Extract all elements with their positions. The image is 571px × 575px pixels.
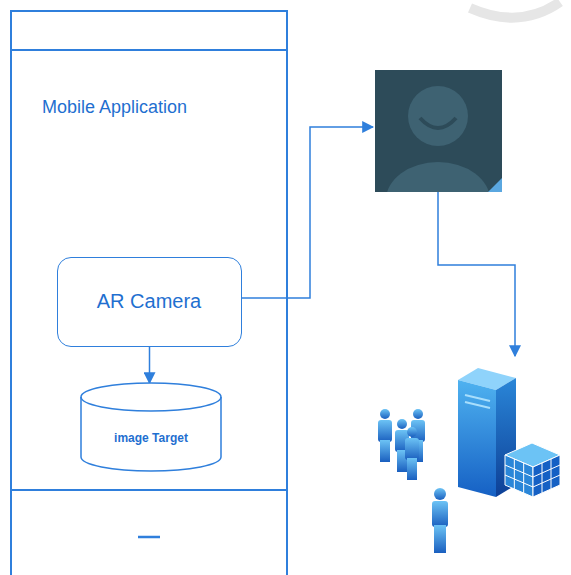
phone-top-band [10,49,288,51]
connector-line [288,127,373,298]
phone-frame: Mobile Application AR Camera image Target [10,10,288,575]
process-box: AR Camera [57,257,242,347]
database-cube [505,443,560,497]
connector-line [438,192,515,356]
app-title: Mobile Application [42,97,187,118]
connector-line [240,297,288,299]
phone-bottom-band [10,489,288,491]
home-button [138,536,160,539]
watermark-curve [470,2,560,18]
people-group [378,409,448,553]
database-cylinder: image Target [80,382,222,472]
cylinder-outline [80,382,222,472]
connector-arrow [149,347,151,383]
node-label: AR Camera [97,290,201,313]
node-label: image Target [114,431,188,445]
